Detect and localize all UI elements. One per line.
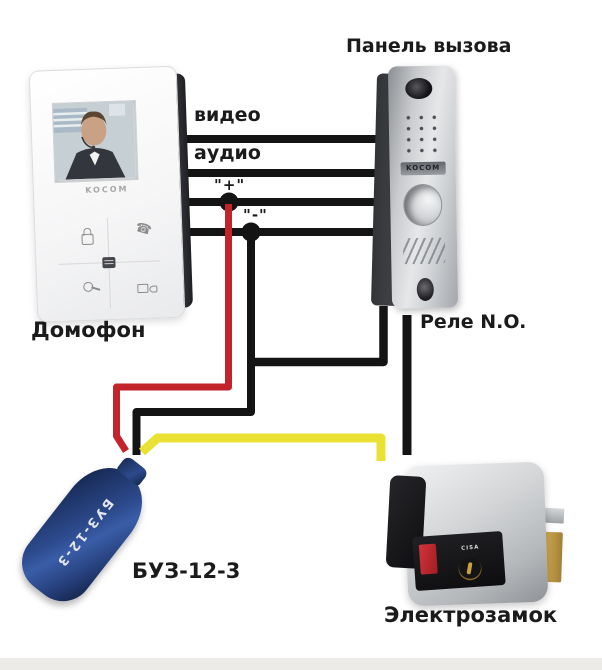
lock-icon bbox=[81, 233, 94, 246]
camera-lens-icon bbox=[405, 77, 433, 100]
lock-red-button bbox=[418, 543, 438, 575]
electric-lock: CISA bbox=[384, 458, 566, 608]
call-panel: KOCOM bbox=[370, 62, 464, 314]
call-button bbox=[402, 183, 443, 227]
key-icon bbox=[83, 281, 94, 293]
call-panel-label: Панель вызова bbox=[346, 35, 512, 57]
yellow-lock-wire bbox=[138, 433, 386, 461]
relay-label: Реле N.O. bbox=[420, 311, 527, 333]
monitor-body: KOCOM ☎ bbox=[28, 65, 186, 323]
video-wire-label: видео bbox=[194, 104, 261, 126]
lock-brand-text: CISA bbox=[460, 544, 480, 552]
lock-label: Электрозамок bbox=[384, 603, 558, 627]
speaker-grille bbox=[402, 237, 446, 265]
relay-wire-left bbox=[251, 306, 388, 367]
panel-keypad-dots bbox=[401, 111, 443, 155]
minus-wire-label: "-" bbox=[243, 206, 268, 224]
monitor-screen bbox=[51, 100, 139, 183]
monitor-brand-text: KOCOM bbox=[85, 184, 129, 195]
page-bottom-strip bbox=[0, 658, 602, 670]
junction-dot-minus bbox=[241, 222, 261, 242]
buz-bottle: БУЗ-12-3 bbox=[9, 452, 159, 614]
audio-wire-label: аудио bbox=[194, 142, 261, 164]
junction-dot-plus bbox=[219, 192, 239, 212]
plus-wire-label: "+" bbox=[214, 176, 246, 194]
buz-body-text: БУЗ-12-3 bbox=[52, 495, 116, 571]
red-power-wire bbox=[113, 204, 232, 453]
panel-faceplate: KOCOM bbox=[387, 65, 459, 309]
buz-unit: БУЗ-12-3 bbox=[9, 442, 159, 618]
menu-button bbox=[102, 256, 116, 269]
phone-icon: ☎ bbox=[133, 219, 154, 239]
lock-front-strip: CISA bbox=[412, 530, 506, 592]
buz-label: БУЗ-12-3 bbox=[132, 559, 241, 583]
monitor-label: Домофон bbox=[31, 318, 146, 342]
intercom-monitor: KOCOM ☎ bbox=[28, 65, 194, 323]
monitor-keypad: ☎ bbox=[51, 213, 168, 313]
black-minus-wire bbox=[132, 234, 255, 455]
caller-photo bbox=[52, 101, 136, 180]
keyhole-icon bbox=[457, 556, 483, 582]
panel-brand-text: KOCOM bbox=[400, 161, 446, 176]
monitor-speaker-icon bbox=[137, 283, 149, 294]
screw-hole bbox=[416, 277, 434, 302]
